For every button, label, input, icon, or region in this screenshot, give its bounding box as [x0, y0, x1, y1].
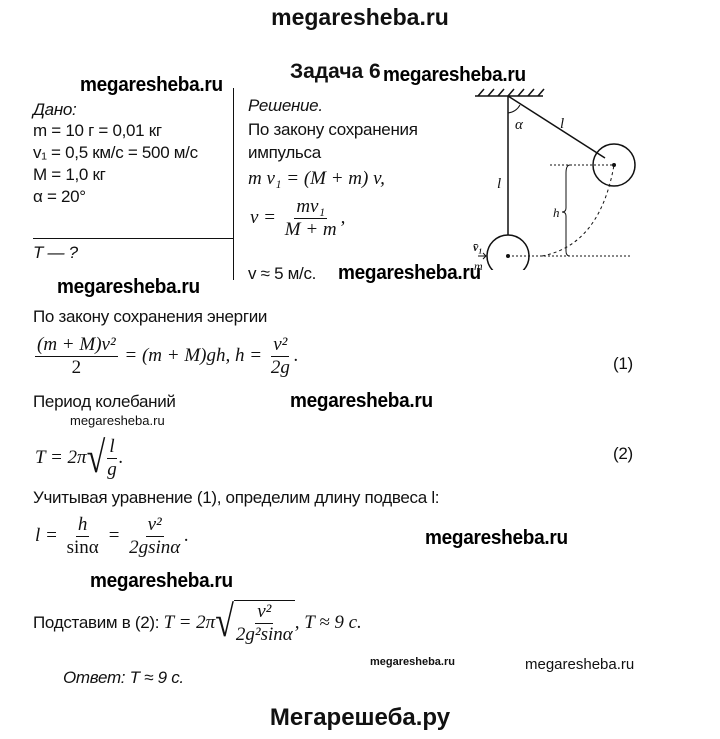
given-line: α = 20°: [33, 187, 86, 206]
mass-m-label: m: [474, 259, 483, 270]
watermark: megaresheba.ru: [90, 570, 233, 592]
given-line: v₁ = 0,5 км/с = 500 м/с: [33, 143, 198, 162]
watermark: megaresheba.ru: [525, 656, 635, 673]
text: Подставим в (2):: [33, 613, 160, 632]
denominator: sinα: [66, 537, 99, 558]
velocity-label: v̄₁: [473, 240, 483, 254]
watermark: megaresheba.ru: [383, 64, 526, 86]
momentum-equation: m v₁ = (M + m) v,: [248, 168, 385, 189]
denominator: M + m: [284, 219, 337, 240]
height-label: h: [553, 205, 560, 220]
site-footer: Мегарешеба.ру: [269, 704, 451, 731]
numerator: l: [107, 436, 117, 459]
denominator: 2g: [270, 357, 290, 378]
watermark: megaresheba.ru: [70, 413, 165, 428]
denominator: 2gsinα: [129, 537, 181, 558]
denominator: 2g²sinα: [235, 624, 293, 645]
numerator: v²: [271, 334, 290, 357]
problem-title: Задача 6: [290, 60, 381, 83]
equation-tag: (1): [613, 354, 633, 373]
answer: Ответ: T ≈ 9 с.: [63, 668, 184, 687]
numerator: v²: [255, 601, 274, 624]
formula-part: .: [184, 524, 189, 546]
denominator: 2: [71, 357, 82, 378]
solution-label: Решение.: [248, 96, 323, 115]
numerator: h: [75, 514, 90, 537]
formula-part: .: [118, 446, 124, 468]
equation-tag: (2): [613, 444, 633, 463]
watermark: megaresheba.ru: [80, 74, 223, 96]
watermark: megaresheba.ru: [370, 656, 455, 668]
divider: [33, 238, 233, 239]
watermark: megaresheba.ru: [290, 390, 433, 412]
numerator: mv₁: [294, 196, 328, 219]
alpha-label: α: [515, 117, 524, 133]
watermark: megaresheba.ru: [57, 276, 200, 298]
denominator: g: [107, 459, 117, 480]
text: По закону сохранения: [248, 120, 418, 139]
text: Учитывая уравнение (1), определим длину …: [33, 488, 440, 507]
numerator: v²: [145, 514, 164, 537]
formula-part: l =: [35, 524, 58, 546]
formula-part: .: [293, 344, 299, 366]
given-label: Дано:: [33, 100, 77, 119]
formula-part: ,: [340, 206, 346, 228]
watermark: megaresheba.ru: [338, 262, 481, 284]
velocity-result: v ≈ 5 м/с.: [248, 264, 317, 283]
given-line: M = 1,0 кг: [33, 165, 106, 184]
numerator: (m + M)v²: [35, 334, 118, 357]
given-line: m = 10 г = 0,01 кг: [33, 121, 162, 140]
formula-part: = (m + M)gh, h =: [124, 344, 263, 366]
divider: [233, 88, 234, 280]
formula-part: T = 2π: [163, 612, 216, 633]
formula-part: T = 2π: [35, 446, 87, 468]
watermark: megaresheba.ru: [425, 527, 568, 549]
formula-part: v =: [250, 206, 277, 228]
length-label: l: [497, 176, 501, 192]
formula-part: =: [107, 524, 121, 546]
text: По закону сохранения энергии: [33, 307, 268, 326]
sqrt-sign: √: [86, 433, 106, 482]
text: Период колебаний: [33, 392, 176, 411]
length-label: l: [560, 116, 564, 132]
find-label: T — ?: [33, 243, 78, 262]
sqrt-sign: √: [215, 598, 234, 647]
text: импульса: [248, 143, 321, 162]
site-header: megaresheba.ru: [271, 4, 449, 30]
pendulum-diagram: α l l h M v̄₁ m: [473, 88, 636, 270]
formula-part: , T ≈ 9 с.: [294, 612, 362, 633]
